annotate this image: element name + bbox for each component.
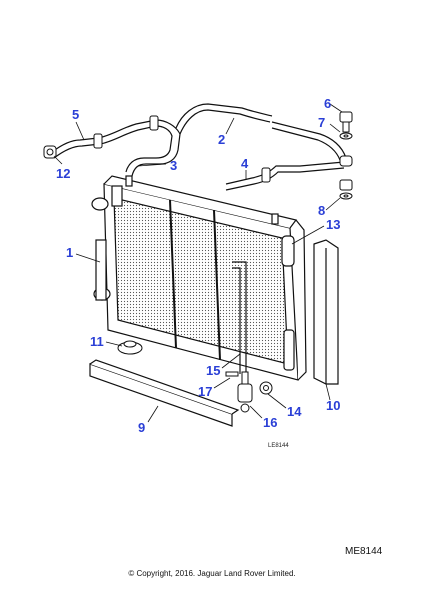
callout-2: 2	[218, 132, 225, 147]
callout-labels: 1 2 3 4 5 6 7 8 9 10 11 12 13 14 15 16 1…	[56, 96, 340, 435]
copyright-notice: © Copyright, 2016. Jaguar Land Rover Lim…	[128, 569, 296, 578]
callout-5: 5	[72, 107, 79, 122]
callout-3: 3	[170, 158, 177, 173]
upper-hose	[51, 103, 273, 177]
bolt-6	[339, 111, 353, 133]
callout-14: 14	[287, 404, 302, 419]
radiator	[91, 175, 307, 381]
drain-plug-17	[225, 371, 239, 377]
leader-lines	[53, 103, 343, 423]
callout-7: 7	[318, 115, 325, 130]
expansion-hose	[271, 121, 347, 161]
hose-clips	[93, 115, 159, 149]
mounting-8	[339, 179, 353, 200]
callout-11: 11	[90, 334, 104, 349]
washer-14	[259, 381, 273, 395]
drain-tap-16	[237, 371, 253, 413]
grommet-11	[117, 340, 143, 355]
callout-13: 13	[326, 217, 340, 232]
hose-clamp-4	[261, 167, 271, 183]
drawing-reference: LE8144	[268, 443, 289, 449]
washer-7	[339, 132, 353, 140]
callout-17: 17	[198, 384, 212, 399]
callout-15: 15	[206, 363, 220, 378]
callout-10: 10	[326, 398, 340, 413]
callout-4: 4	[241, 156, 249, 171]
callout-6: 6	[324, 96, 331, 111]
callout-9: 9	[138, 420, 145, 435]
part-code: ME8144	[345, 546, 383, 557]
callout-16: 16	[263, 415, 277, 430]
seal-strip-10	[313, 239, 339, 385]
bracket-connector	[339, 155, 353, 167]
drain-tube	[232, 261, 247, 374]
seal-strip-9	[89, 359, 240, 427]
callout-12: 12	[56, 166, 70, 181]
callout-8: 8	[318, 203, 325, 218]
hose-clamp-12	[43, 145, 57, 159]
callout-1: 1	[66, 245, 73, 260]
